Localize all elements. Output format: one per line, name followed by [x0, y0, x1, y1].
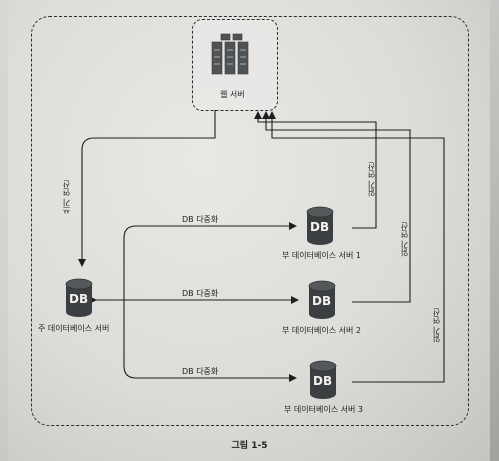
figure-caption: 그림 1-5: [231, 441, 268, 451]
replication-label-2: DB 다중화: [182, 289, 219, 298]
slave-db-2-icon-text: DB: [312, 294, 332, 308]
replication-label-3: DB 다중화: [182, 367, 219, 376]
server-rack-icon: [211, 33, 249, 75]
slave-db-3-label: 부 데이터베이스 서버 3: [284, 405, 363, 414]
read-operation-label-3: 읽기 연산: [432, 308, 441, 343]
web-server-label: 웹 서버: [220, 90, 245, 99]
system-boundary: [31, 16, 469, 426]
read-arrow-3: [268, 111, 445, 383]
master-db-icon-text: DB: [69, 292, 89, 306]
write-arrow: [78, 110, 216, 267]
read-arrow-1: [254, 111, 377, 229]
read-arrow-2: [262, 111, 411, 303]
replication-arrow-1: [123, 222, 297, 300]
slave-db-1-icon-text: DB: [310, 220, 330, 234]
replication-arrow-3: [123, 300, 297, 382]
database-icon: [65, 278, 93, 317]
database-icon: [306, 206, 334, 245]
slave-db-1-label: 부 데이터베이스 서버 1: [282, 251, 361, 260]
slave-db-2-label: 부 데이터베이스 서버 2: [282, 326, 361, 335]
master-db-label: 주 데이터베이스 서버: [38, 324, 110, 333]
read-operation-label-2: 읽기 연산: [400, 222, 409, 257]
database-icon: [309, 360, 337, 399]
write-operation-label: 쓰기 연산: [62, 180, 71, 215]
database-icon: [308, 280, 336, 319]
replication-label-1: DB 다중화: [182, 215, 219, 224]
slave-db-3-icon-text: DB: [313, 374, 333, 388]
read-operation-label-1: 읽기 연산: [367, 162, 376, 197]
